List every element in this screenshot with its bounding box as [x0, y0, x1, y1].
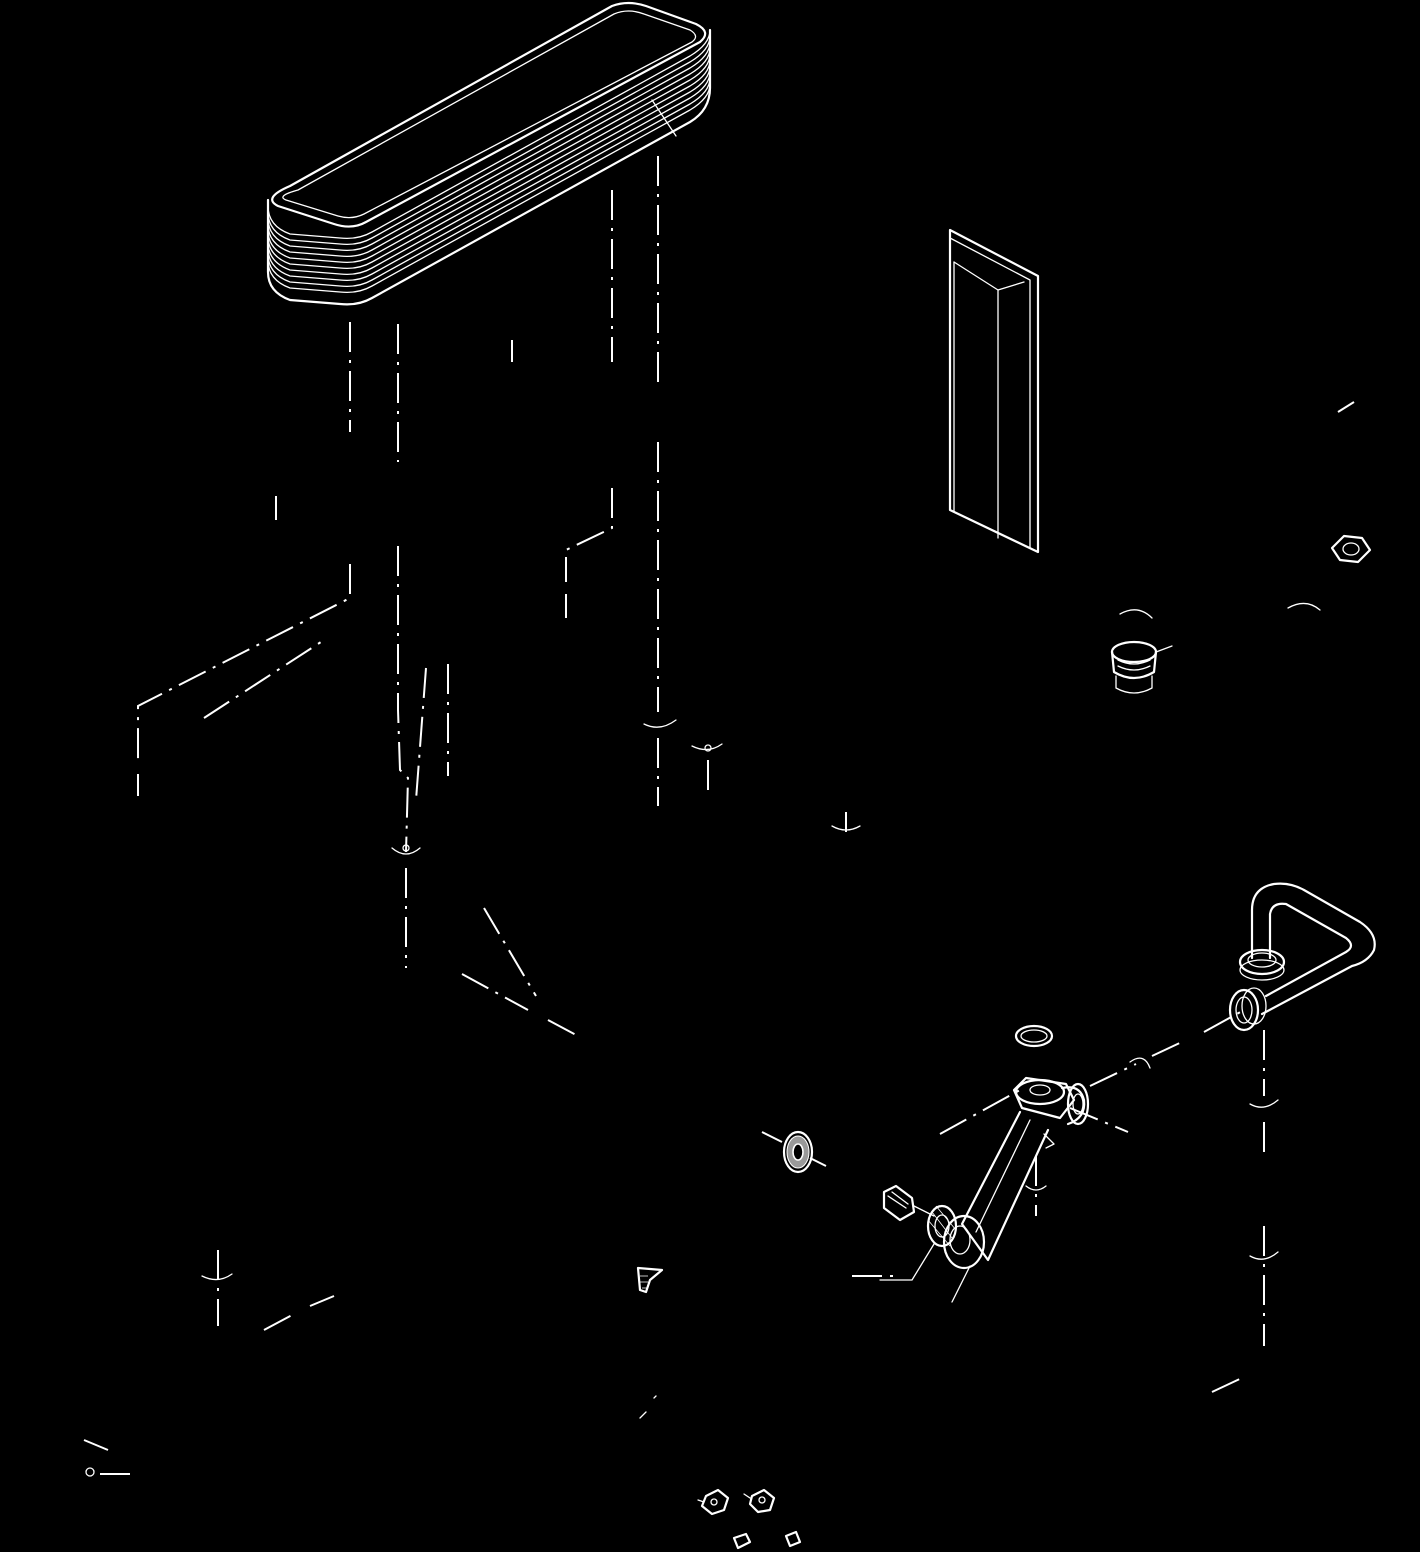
hose-clips — [85, 602, 1321, 1477]
hose-routing-lines — [83, 156, 1355, 1475]
pump-body — [879, 1024, 1090, 1303]
hex-nut — [1330, 534, 1372, 564]
terminal-connectors — [697, 1488, 802, 1550]
threaded-fitting — [1110, 640, 1173, 694]
small-bracket — [636, 1266, 664, 1419]
pipe-loop — [1228, 882, 1376, 1032]
connector-plug — [882, 1184, 935, 1222]
washer — [782, 1130, 814, 1174]
side-panel — [948, 228, 1040, 554]
reservoir-tank — [266, 1, 712, 306]
